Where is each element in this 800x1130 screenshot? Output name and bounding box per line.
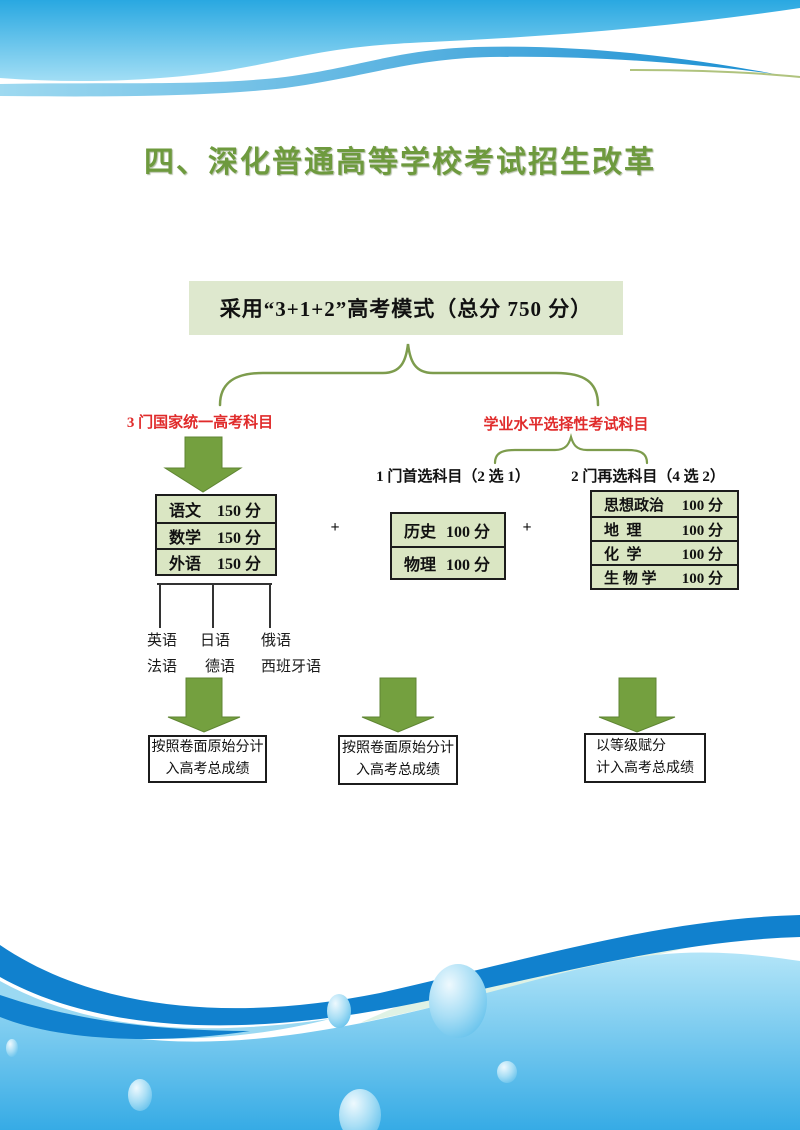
subject-label: 外语 bbox=[169, 556, 202, 573]
header-wave bbox=[0, 0, 800, 97]
table-row: 生 物 学 100 分 bbox=[592, 564, 737, 588]
table-row: 数学 150 分 bbox=[157, 522, 275, 548]
footer-dark-swoosh-left bbox=[0, 995, 250, 1040]
result-line: 入高考总成绩 bbox=[356, 763, 440, 778]
table-first-choice: 历史 100 分 物理 100 分 bbox=[390, 512, 506, 580]
language-tree-lines bbox=[157, 583, 272, 628]
table-re-choice: 思想政治 100 分 地 理 100 分 化 学 100 分 生 物 学 100… bbox=[590, 490, 739, 590]
subject-label: 物理 bbox=[404, 557, 437, 574]
result-line: 入高考总成绩 bbox=[165, 762, 250, 777]
language-japanese: 日语 bbox=[200, 633, 231, 649]
bubble bbox=[327, 994, 351, 1028]
score-label: 100 分 bbox=[445, 557, 490, 574]
bubble bbox=[128, 1079, 152, 1111]
header-sky-shape bbox=[0, 0, 800, 82]
subject-label: 数学 bbox=[169, 530, 202, 547]
table-row: 物理 100 分 bbox=[392, 546, 504, 578]
down-arrow-national bbox=[163, 436, 243, 493]
down-arrow-result-3 bbox=[598, 677, 676, 733]
result-box-raw-score-2: 按照卷面原始分计 入高考总成绩 bbox=[338, 735, 458, 785]
language-french: 法语 bbox=[147, 659, 178, 675]
plus-sign-2: + bbox=[522, 519, 532, 536]
table-row: 地 理 100 分 bbox=[592, 516, 737, 540]
footer-sea-body bbox=[0, 952, 800, 1130]
table-row: 语文 150 分 bbox=[157, 496, 275, 522]
language-german: 德语 bbox=[205, 659, 236, 675]
result-line: 按照卷面原始分计 bbox=[342, 741, 454, 757]
subject-label: 化 学 bbox=[604, 546, 642, 563]
bubble bbox=[497, 1061, 517, 1083]
language-spanish: 西班牙语 bbox=[261, 659, 322, 675]
footer-dark-swoosh bbox=[0, 915, 800, 1026]
label-national-subjects: 3 门国家统一高考科目 bbox=[126, 415, 274, 431]
score-label: 100 分 bbox=[445, 524, 490, 541]
result-line: 以等级赋分 bbox=[596, 739, 666, 755]
bubble bbox=[6, 1039, 18, 1057]
subject-label: 思想政治 bbox=[604, 497, 665, 514]
label-re-choice: 2 门再选科目（4 选 2） bbox=[571, 469, 725, 485]
table-row: 历史 100 分 bbox=[392, 514, 504, 546]
table-row: 思想政治 100 分 bbox=[592, 492, 737, 516]
subject-label: 地 理 bbox=[604, 522, 642, 539]
score-label: 100 分 bbox=[681, 497, 723, 514]
plus-sign-1: + bbox=[330, 519, 340, 536]
sub-brace bbox=[493, 432, 649, 465]
label-selective-subjects: 学业水平选择性考试科目 bbox=[483, 417, 649, 433]
header-swoosh-stripe bbox=[0, 46, 775, 97]
score-label: 150 分 bbox=[216, 556, 261, 573]
language-english: 英语 bbox=[147, 633, 178, 649]
subject-label: 生 物 学 bbox=[604, 570, 657, 587]
bubble bbox=[339, 1089, 381, 1130]
subject-label: 语文 bbox=[169, 503, 202, 520]
language-russian: 俄语 bbox=[261, 633, 292, 649]
result-line: 计入高考总成绩 bbox=[596, 761, 694, 776]
bubble bbox=[429, 964, 487, 1038]
down-arrow-result-2 bbox=[361, 677, 435, 733]
result-line: 按照卷面原始分计 bbox=[151, 740, 264, 756]
score-label: 100 分 bbox=[681, 522, 723, 539]
table-row: 外语 150 分 bbox=[157, 548, 275, 574]
score-label: 150 分 bbox=[216, 530, 261, 547]
score-label: 100 分 bbox=[681, 546, 723, 563]
table-row: 化 学 100 分 bbox=[592, 540, 737, 564]
down-arrow-result-1 bbox=[167, 677, 241, 733]
page-title: 四、深化普通高等学校考试招生改革 bbox=[144, 146, 656, 179]
score-label: 150 分 bbox=[216, 503, 261, 520]
score-label: 100 分 bbox=[681, 570, 723, 587]
table-unified-subjects: 语文 150 分 数学 150 分 外语 150 分 bbox=[155, 494, 277, 576]
subject-label: 历史 bbox=[404, 524, 437, 541]
footer-wave bbox=[0, 915, 800, 1130]
model-box: 采用“3+1+2”高考模式（总分 750 分） bbox=[189, 281, 623, 335]
label-first-choice: 1 门首选科目（2 选 1） bbox=[376, 469, 530, 485]
main-brace bbox=[218, 343, 600, 407]
result-box-raw-score-1: 按照卷面原始分计 入高考总成绩 bbox=[148, 735, 267, 783]
result-box-graded-score: 以等级赋分 计入高考总成绩 bbox=[584, 733, 706, 783]
header-green-line bbox=[629, 69, 800, 78]
